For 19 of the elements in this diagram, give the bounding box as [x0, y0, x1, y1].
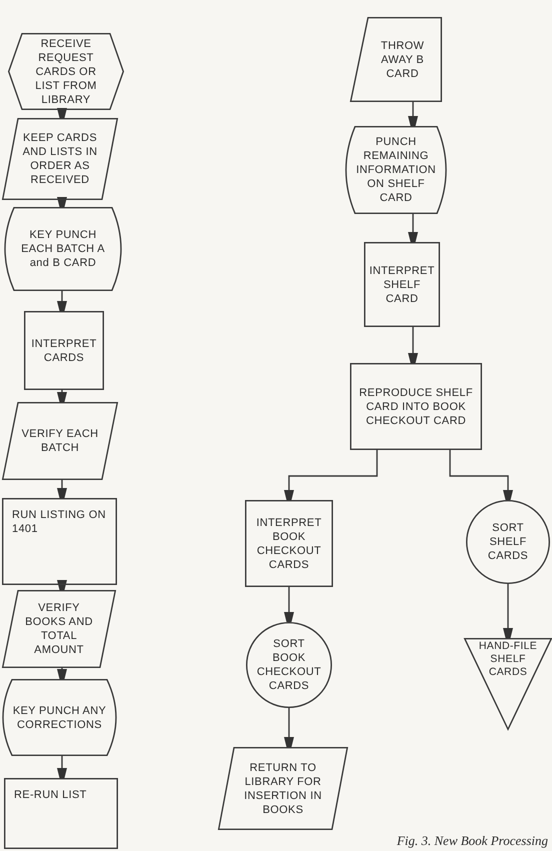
curved-side-box: KEY PUNCH ANY CORRECTIONS	[2, 679, 117, 756]
figure-caption: Fig. 3. New Book Processing	[396, 833, 548, 849]
parallelogram-box: RETURN TO LIBRARY FOR INSERTION IN BOOKS	[218, 747, 348, 830]
process-box: RE-RUN LIST	[4, 778, 118, 849]
process-box: INTERPRET BOOK CHECKOUT CARDS	[245, 500, 333, 587]
circle-node: SORT SHELF CARDS	[466, 500, 550, 584]
process-box: REPRODUCE SHELF CARD INTO BOOK CHECKOUT CARD	[350, 363, 482, 450]
parallelogram-box: KEEP CARDS AND LISTS IN ORDER AS RECEIVED	[2, 118, 118, 200]
curved-side-box: KEY PUNCH EACH BATCH A and B CARD	[4, 207, 122, 291]
triangle-node: HAND-FILE SHELF CARDS	[464, 638, 552, 730]
process-box: INTERPRET SHELF CARD	[364, 242, 440, 327]
curved-side-box: PUNCH REMAINING INFORMATION ON SHELF CARD	[345, 126, 447, 214]
parallelogram-box: VERIFY BOOKS AND TOTAL AMOUNT	[2, 590, 116, 668]
parallelogram-box: VERIFY EACH BATCH	[2, 402, 118, 480]
hexagon-box: RECEIVE REQUEST CARDS OR LIST FROM LIBRARY	[8, 33, 124, 110]
process-box: INTERPRET CARDS	[24, 311, 104, 390]
slanted-box: THROW AWAY B CARD	[350, 17, 442, 102]
process-box: RUN LISTING ON 1401	[2, 498, 117, 585]
circle-node: SORT BOOK CHECKOUT CARDS	[246, 622, 332, 708]
